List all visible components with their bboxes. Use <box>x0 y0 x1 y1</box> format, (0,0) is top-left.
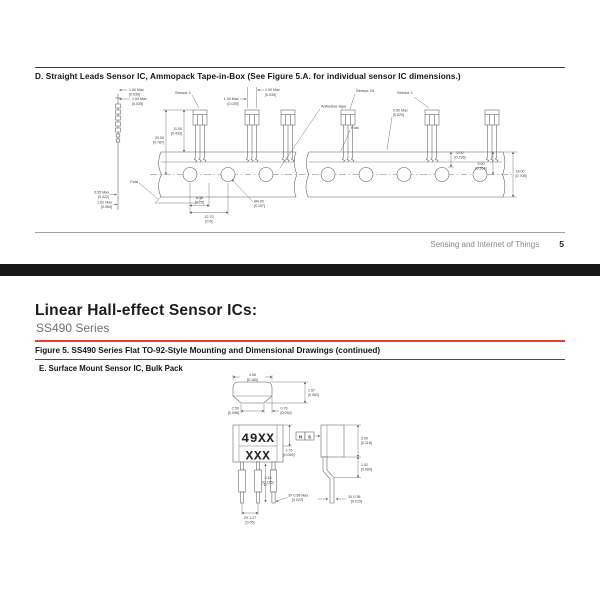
drawing-d-ammopack: 1.00 Max [0.039] 1.00 Max [0.039] 0.55 M… <box>94 87 527 224</box>
ammopack-side-view: 1.00 Max [0.039] 1.00 Max [0.039] 0.55 M… <box>94 88 147 210</box>
figure-caption: Figure 5. SS490 Series Flat TO-92-Style … <box>35 346 381 355</box>
dim-edge-b-mm: 9.00 <box>478 162 485 166</box>
dim-hole-offset-in: [0.25] <box>195 201 204 205</box>
hole-dimensions: 6.35 [0.25] 12.70 [0.5] Ø4.00 [0.157] <box>189 179 265 224</box>
dim-sensor-to-center-mm: 20.00 <box>155 136 164 140</box>
package-marking-line2: XXX <box>246 449 271 464</box>
dim-hole-offset-mm: 6.35 <box>196 196 203 200</box>
dim-top-b-mm: 1.00 Max <box>224 97 239 101</box>
dim-height-in: [0.118] <box>361 441 372 445</box>
dim-lead-thk-mm: 0.55 Max <box>94 191 109 195</box>
dim-lead-thk-in: [0.022] <box>98 195 109 199</box>
dim-standoff-mm: 1.52 <box>361 463 368 467</box>
dim-pitch-mm: 2X 1.27 <box>244 516 256 520</box>
dim-side-a-in: [0.039] <box>129 93 140 97</box>
dim-tape-gap-in: [0.020] <box>393 113 404 117</box>
dim-body-width-mm: 4.06 <box>249 373 256 377</box>
dim-hole-dia-mm: Ø4.00 <box>254 200 264 204</box>
front-view: 49XX XXX D 1.76 [0.069] 3.18 [0.125] 3X … <box>232 424 309 525</box>
label-fold-left: Fold <box>130 179 138 184</box>
dim-lead-w-mm: 3X 0.58 Max. <box>288 494 309 498</box>
carrier-tape-band <box>150 151 512 204</box>
label-sensor1-right: Sensor 1 <box>397 90 414 95</box>
dim-standoff-in: [0.060] <box>361 468 372 472</box>
dim-base-width-mm: 2.50 <box>232 407 239 411</box>
page-subtitle: SS490 Series <box>36 321 110 335</box>
dim-sensor-to-tape-in: [0.433] <box>171 132 182 136</box>
datum-s-box <box>304 431 315 441</box>
page-footer: Sensing and Internet of Things 5 <box>430 239 564 249</box>
section-e-heading: E. Surface Mount Sensor IC, Bulk Pack <box>39 364 183 373</box>
page-break-divider <box>0 264 600 276</box>
dim-body-width-in: [0.160] <box>247 378 258 382</box>
datum-s-label: S <box>308 434 311 439</box>
dim-shoulder-in: [0.069] <box>284 453 295 457</box>
label-adhesive-tape: Adhesive tape <box>321 104 347 109</box>
dim-tape-gap-mm: 0.50 Max <box>393 109 408 113</box>
page-number: 5 <box>559 239 564 249</box>
label-sensor24: Sensor 24 <box>356 88 375 93</box>
tape-fold-flap <box>154 196 203 204</box>
footer-rule <box>35 232 565 233</box>
page-title: Linear Hall-effect Sensor ICs: <box>35 302 258 319</box>
label-fold-right: Fold <box>351 125 359 130</box>
caption-rule <box>35 359 565 361</box>
dim-tape-width-in: [0.708] <box>516 174 527 178</box>
sprocket-holes <box>182 167 488 182</box>
dim-edge-a-mm: 6.00 <box>457 151 464 155</box>
side-view: H S 3.00 [0.118] 1.52 [0.060] 3X 0.38 [0… <box>295 424 372 504</box>
section-d-heading: D. Straight Leads Sensor IC, Ammopack Ta… <box>35 72 461 81</box>
top-rule <box>35 67 565 69</box>
height-dimensions: 11.00 [0.433] 20.00 [0.787] <box>153 109 193 175</box>
dim-tape-width-mm: 18.00 <box>516 170 525 174</box>
dim-shoulder-mm: 1.76 <box>286 449 293 453</box>
dim-chamfer-mm: 0.76 <box>281 407 288 411</box>
dim-sensor-to-tape-mm: 11.00 <box>173 127 182 131</box>
dim-base-width-in: [0.098] <box>228 411 239 415</box>
dim-top-a-in: [0.039] <box>265 93 276 97</box>
dim-stack-thk-in: [0.064] <box>101 205 112 209</box>
dim-edge-a-in: [0.236] <box>455 156 466 160</box>
dim-side-b-mm: 1.00 Max <box>132 97 147 101</box>
dim-lead-w-in: [0.022] <box>292 498 303 502</box>
top-view: 4.06 [0.160] 1.57 [0.062] 2.50 [0.098] 0… <box>228 373 319 415</box>
dim-hole-pitch-mm: 12.70 <box>205 215 214 219</box>
tape-width-dimensions: 6.00 [0.236] 9.00 [0.354] 18.00 [0.708] <box>448 151 527 198</box>
dim-lead-len-in: [0.125] <box>263 481 274 485</box>
package-marking-line1: 49XX <box>241 431 274 446</box>
dim-hole-dia-in: [0.157] <box>254 204 265 208</box>
accent-rule <box>35 340 565 342</box>
dim-top-b-in: [0.039] <box>228 102 239 106</box>
dim-side-a-mm: 1.00 Max <box>129 88 144 92</box>
dim-height-mm: 3.00 <box>361 437 368 441</box>
dim-lead-thk-in: [0.015] <box>351 500 362 504</box>
label-sensor1-left: Sensor 1 <box>175 90 192 95</box>
dim-hole-pitch-in: [0.5] <box>206 220 213 224</box>
dim-body-depth-in: [0.062] <box>308 393 319 397</box>
dim-top-a-mm: 1.00 Max <box>265 88 280 92</box>
dim-chamfer-in: [0.030] <box>281 411 292 415</box>
dim-side-b-in: [0.039] <box>132 102 143 106</box>
dim-stack-thk-mm: 1.62 Max <box>97 201 112 205</box>
datum-h-label: H <box>299 434 302 439</box>
dim-sensor-to-center-in: [0.787] <box>153 141 164 145</box>
dim-lead-thk-mm: 3X 0.38 <box>348 495 360 499</box>
dim-lead-len-mm: 3.18 <box>265 476 272 480</box>
dim-body-depth-mm: 1.57 <box>308 389 315 393</box>
callouts: Sensor 1 1.00 Max [0.039] 1.00 Max [0.03… <box>130 87 430 200</box>
footer-text: Sensing and Internet of Things <box>430 240 540 249</box>
drawing-e-surface-mount: 4.06 [0.160] 1.57 [0.062] 2.50 [0.098] 0… <box>228 373 372 525</box>
dim-pitch-in: [0.05] <box>246 521 255 525</box>
dim-edge-b-in: [0.354] <box>476 167 487 171</box>
